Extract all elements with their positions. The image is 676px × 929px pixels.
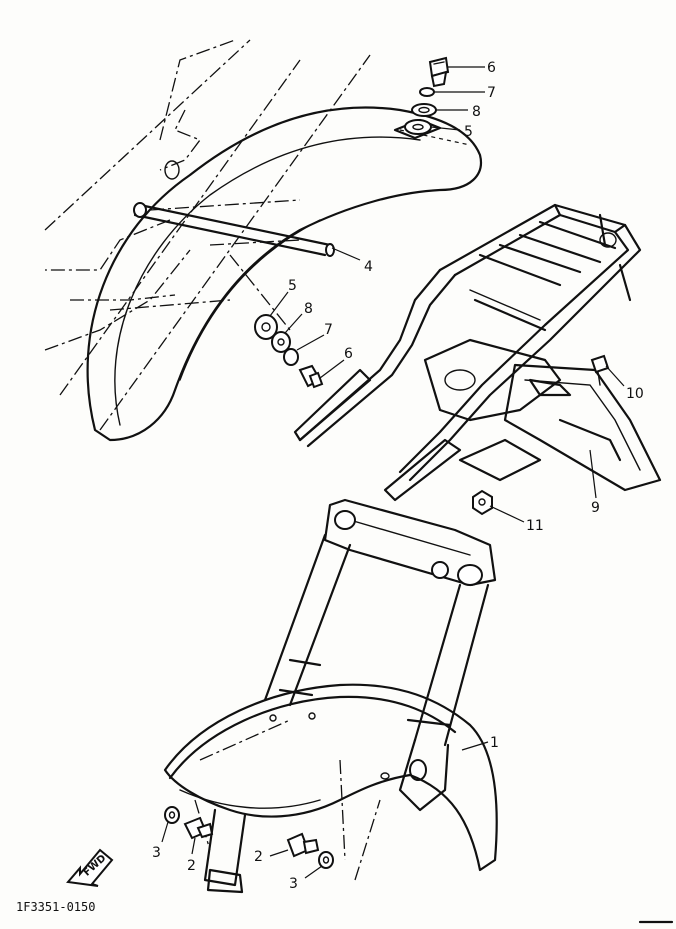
- fastener-washer-3-left: [161, 806, 180, 843]
- callout-8-middle: 8: [304, 301, 313, 317]
- callout-1: 1: [490, 735, 499, 751]
- callout-7-upper: 7: [487, 85, 496, 101]
- damper-5-middle: [254, 314, 278, 340]
- callout-6-upper: 6: [487, 60, 496, 76]
- bolt-6-upper: [428, 56, 450, 88]
- fastener-washer-3-right: [304, 851, 334, 879]
- callout-5-upper: 5: [464, 124, 473, 140]
- callout-7-middle: 7: [324, 322, 333, 338]
- washer-8-middle: [271, 331, 291, 353]
- callout-8-upper: 8: [472, 104, 481, 120]
- rear-fender: [86, 106, 483, 442]
- damper-5-upper: [404, 119, 432, 135]
- callout-10: 10: [626, 386, 644, 402]
- drawing-code: 1F3351-0150: [16, 900, 95, 914]
- washer-8-upper: [411, 103, 437, 117]
- bolt-10: [590, 354, 625, 387]
- callout-5-middle: 5: [288, 278, 297, 294]
- callout-3-right: 3: [289, 876, 298, 892]
- license-bracket: [503, 363, 662, 499]
- callout-6-middle: 6: [344, 346, 353, 362]
- callout-11: 11: [526, 518, 544, 534]
- spring-washer-7-upper: [419, 87, 435, 97]
- frame-phantom-lines: [44, 39, 371, 431]
- fastener-stack-middle: [254, 247, 361, 389]
- callout-3-left: 3: [152, 845, 161, 861]
- front-fork: [203, 498, 497, 894]
- callout-2-left: 2: [187, 858, 196, 874]
- fwd-arrow-icon: FWD: [66, 848, 114, 887]
- callout-2-right: 2: [254, 849, 263, 865]
- fastener-stack-upper: [404, 56, 485, 135]
- bolt-6-middle: [298, 364, 324, 389]
- callout-4: 4: [364, 259, 373, 275]
- front-fender: [163, 683, 498, 881]
- callout-9: 9: [591, 500, 600, 516]
- nut-11: [472, 489, 525, 523]
- fastener-bolt-2-right: [269, 832, 320, 858]
- spring-washer-7-middle: [283, 348, 299, 366]
- fastener-bolt-2-left: [183, 816, 214, 855]
